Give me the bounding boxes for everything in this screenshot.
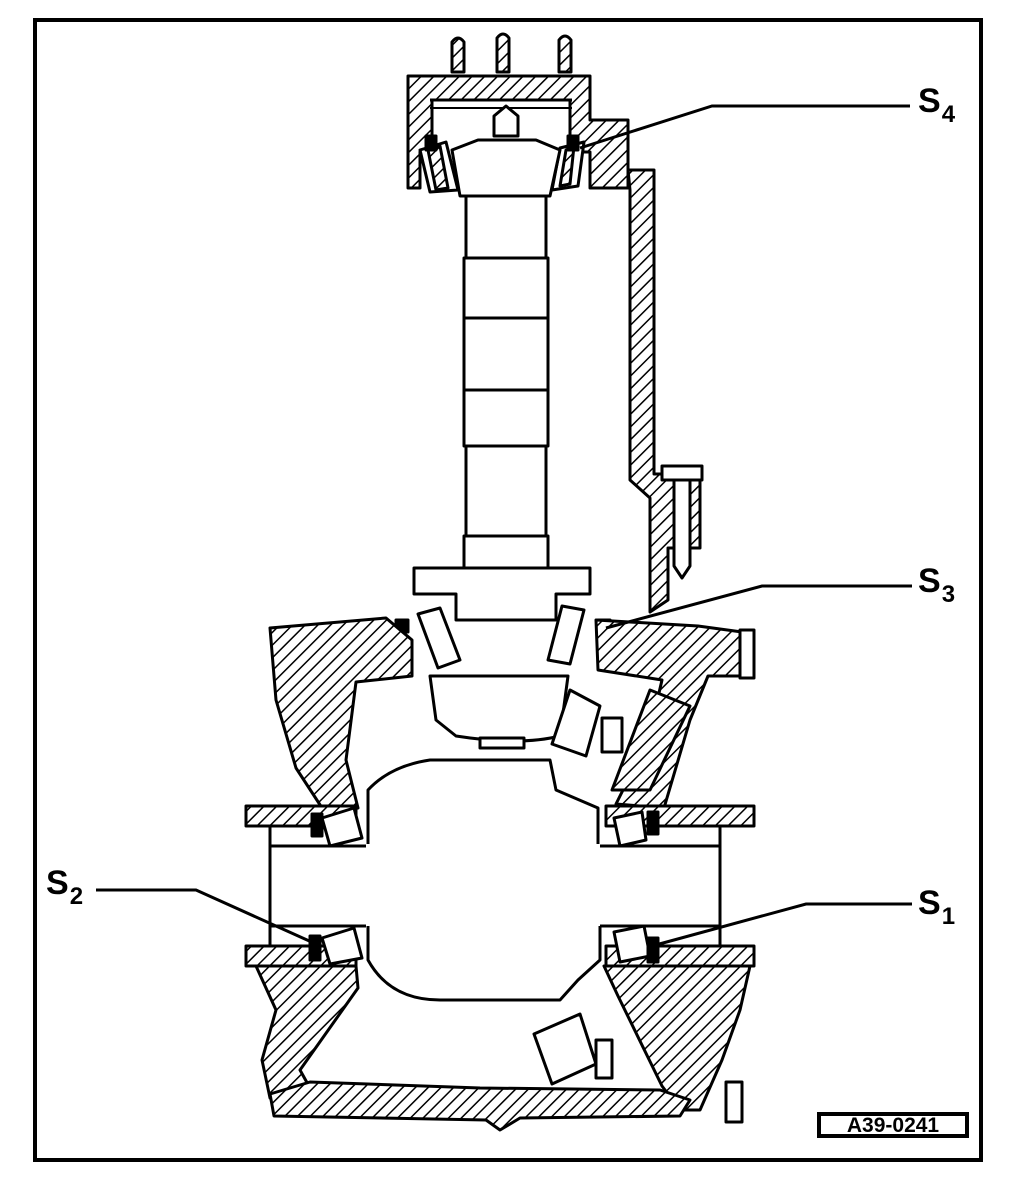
differential-case — [366, 758, 602, 1002]
shaft-tip — [492, 104, 520, 138]
leader-s2 — [96, 888, 317, 946]
label-s3: S3 — [918, 562, 956, 608]
leader-s3 — [605, 584, 912, 630]
housing-bottom — [268, 1080, 692, 1132]
pinion-collar — [412, 566, 592, 622]
housing-upper-left — [268, 616, 414, 816]
ring-gear-tooth-top — [550, 688, 602, 758]
cap-fins — [450, 32, 573, 74]
label-s1: S1 — [918, 884, 956, 930]
leader-s4 — [579, 104, 910, 150]
pinion-gear — [428, 674, 570, 743]
leader-s1 — [651, 902, 912, 948]
outer-frame — [33, 18, 983, 1162]
pinion-bearing-rollers — [416, 604, 586, 670]
housing-lower-left — [254, 964, 360, 1100]
side-bearing-rollers — [320, 806, 652, 966]
bolt-lower-right — [724, 1080, 744, 1124]
label-s4: S4 — [918, 82, 956, 128]
shaft-head — [450, 138, 562, 198]
bolt-upper-right — [738, 628, 756, 680]
figure-id-box: A39-0241 — [817, 1112, 969, 1138]
ring-gear-tooth-bottom — [532, 1012, 598, 1086]
drive-shaft — [462, 194, 550, 572]
housing-lower-right — [602, 964, 752, 1112]
label-s2: S2 — [46, 864, 84, 910]
